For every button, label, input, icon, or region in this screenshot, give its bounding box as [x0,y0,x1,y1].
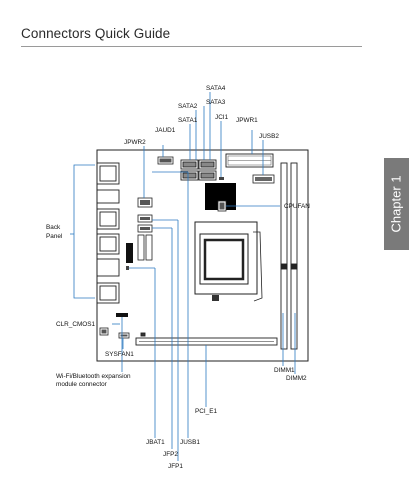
jci1-header [219,177,224,180]
motherboard-outline [96,149,309,362]
label-jaud1: JAUD1 [155,127,176,134]
pcie-slot [135,332,278,346]
usb2-header [252,174,275,184]
label-clr-cmos1: CLR_CMOS1 [56,321,96,328]
front-panel-headers [137,234,153,261]
jpwr2-pins [140,200,150,205]
audio-header [157,156,174,165]
label-jci1: JCI1 [215,114,229,121]
label-jbat1: JBAT1 [146,439,165,446]
label-sata3: SATA3 [206,99,226,106]
label-jpwr2: JPWR2 [124,139,146,146]
label-sysfan1: SYSFAN1 [105,351,134,358]
label-jusb2: JUSB2 [259,133,279,140]
label-back-panel-1: Back [46,224,61,231]
label-back-panel-2: Panel [46,233,62,240]
battery [126,243,133,263]
label-pci-e1: PCI_E1 [195,408,217,415]
label-jfp1: JFP1 [168,463,183,470]
label-wifi-2: module connector [56,381,108,388]
label-wifi-1: Wi-Fi/Bluetooth expansion [56,373,131,380]
title-divider [21,46,362,47]
wifi-module-connector [116,313,128,317]
label-dimm2: DIMM2 [286,375,307,382]
sata-ports [180,159,217,181]
label-jusb1: JUSB1 [180,439,200,446]
jbat1-jumper [126,266,129,270]
jfp-pins [140,227,150,230]
cpufan-header [217,200,227,212]
cpu-socket [194,221,263,302]
jusb1-pins [140,217,150,220]
page-title: Connectors Quick Guide [21,26,171,41]
chapter-tab [384,158,409,250]
atx-power-connector [225,153,274,168]
back-panel-io [96,162,120,304]
label-dimm1: DIMM1 [274,367,295,374]
label-jpwr1: JPWR1 [236,117,258,124]
label-sata4: SATA4 [206,85,226,92]
label-cpufan: CPUFAN [284,203,310,210]
label-jfp2: JFP2 [163,451,178,458]
dimm-slots [280,162,298,350]
sysfan-header [118,332,130,339]
label-sata1: SATA1 [178,117,198,124]
callout-lines [70,92,296,461]
label-sata2: SATA2 [178,103,198,110]
clr-cmos-pins [101,329,107,334]
